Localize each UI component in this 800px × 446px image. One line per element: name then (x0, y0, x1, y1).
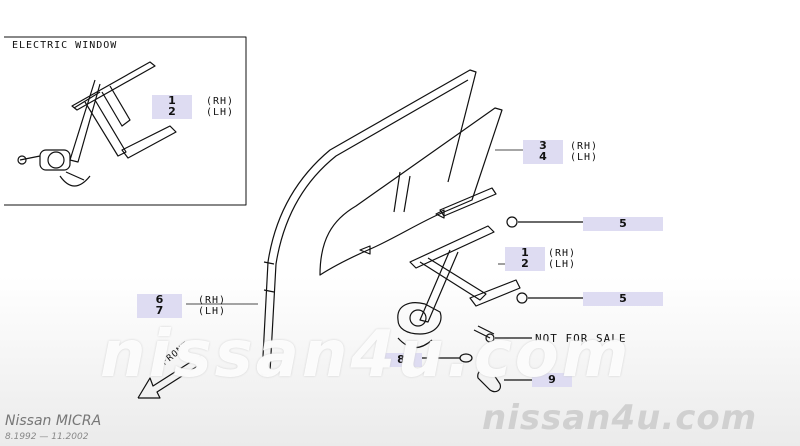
callout-regulator[interactable]: 1 2 (505, 247, 545, 271)
side-label: (LH) (548, 259, 577, 270)
callout-grommet[interactable]: 8 (380, 353, 422, 367)
side-label: (RH) (198, 295, 227, 306)
part-number: 3 (539, 139, 547, 152)
model-name: Nissan MICRA (5, 413, 102, 429)
part-number: 6 (155, 293, 164, 306)
production-period: 8.1992 — 11.2002 (5, 432, 89, 442)
part-number: 2 (168, 105, 176, 118)
callout-bolt-upper[interactable]: 5 (583, 217, 663, 231)
sash-channel-drawing (261, 69, 477, 376)
inset-regulator-drawing (17, 61, 177, 187)
regulator-drawing (397, 187, 521, 349)
part-number: 1 (521, 246, 529, 259)
fasteners-drawing (420, 216, 583, 393)
watermark-center: nissan4u.com (100, 318, 632, 392)
side-label: (LH) (206, 107, 235, 118)
inset-title: ELECTRIC WINDOW (12, 40, 118, 51)
glass-drawing (319, 107, 503, 276)
callout-handle[interactable]: 9 (532, 373, 572, 387)
side-label: (RH) (206, 96, 235, 107)
callout-glass[interactable]: 3 4 (523, 140, 563, 164)
leader-lines (186, 149, 523, 305)
side-label: (LH) (570, 152, 599, 163)
part-number: 7 (155, 304, 164, 317)
callout-sash-channel[interactable]: 6 7 (137, 294, 182, 318)
part-number: 1 (168, 94, 176, 107)
inset-frame (4, 36, 247, 206)
callout-bolt-lower[interactable]: 5 (583, 292, 663, 306)
part-number: 2 (521, 257, 529, 270)
side-label: (RH) (548, 248, 577, 259)
watermark-corner: nissan4u.com (482, 398, 758, 438)
side-label: (LH) (198, 306, 227, 317)
front-arrow (137, 355, 205, 399)
callout-inset-regulator[interactable]: 1 2 (152, 95, 192, 119)
side-label: (RH) (570, 141, 599, 152)
part-number: 4 (539, 150, 547, 163)
not-for-sale-label: NOT FOR SALE (535, 332, 627, 345)
